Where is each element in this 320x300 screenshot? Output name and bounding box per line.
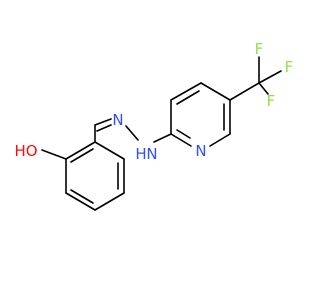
bond [209, 133, 231, 147]
bond [94, 141, 125, 160]
hydroxyl-label: HO [14, 142, 37, 160]
bond [176, 90, 200, 105]
fluorine-label-top: F [255, 40, 264, 58]
bond [65, 192, 96, 211]
bond [125, 125, 139, 141]
bond [229, 82, 260, 101]
fluorine-label-right: F [285, 58, 294, 76]
molecule-structure-diagram: HO N H N N F F F [14, 40, 293, 211]
pyridine-nitrogen-label: N [195, 142, 206, 160]
imine-nitrogen-label: N [112, 111, 123, 129]
bond [176, 129, 191, 139]
bond [258, 70, 282, 84]
bond [153, 133, 172, 143]
bond [70, 189, 94, 204]
bond [65, 141, 96, 160]
bond [170, 133, 192, 147]
bond [94, 192, 125, 211]
bond [94, 118, 112, 126]
bond [70, 148, 94, 163]
amine-hydrogen-label: H [135, 145, 146, 163]
bond [170, 82, 202, 101]
bonds [41, 56, 282, 211]
bond [258, 82, 269, 95]
fluorine-label-bottom: F [267, 92, 276, 110]
bond [41, 149, 67, 160]
bond [200, 82, 231, 101]
bond [96, 124, 112, 132]
amine-nitrogen-label: N [146, 145, 157, 163]
atom-labels: HO N H N N F F F [14, 40, 293, 163]
